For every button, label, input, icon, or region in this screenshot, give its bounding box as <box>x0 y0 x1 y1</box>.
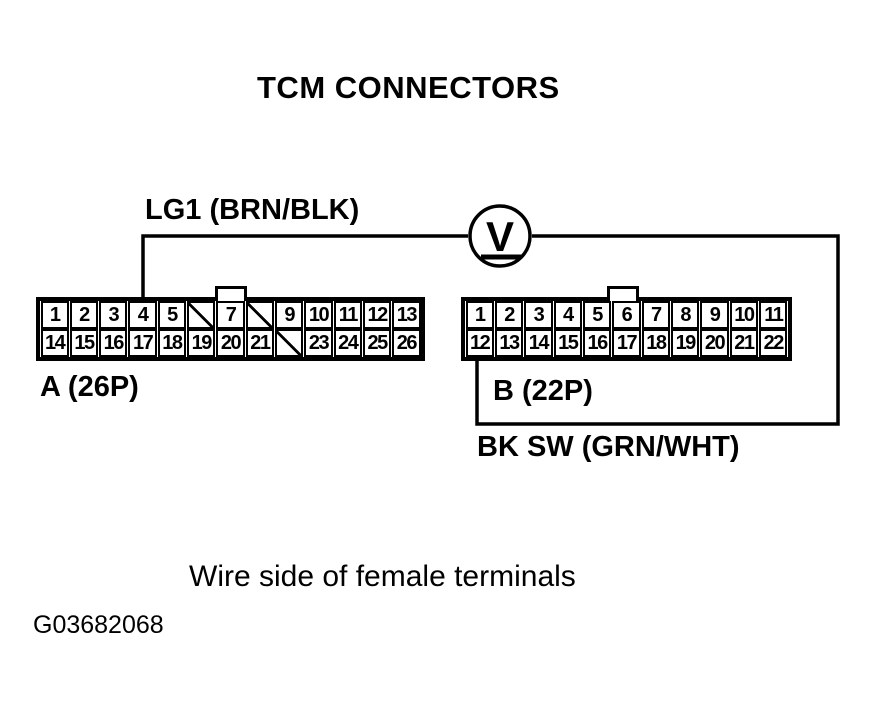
pin-cell-3: 3 <box>524 301 553 329</box>
wire-lg1-segment <box>141 234 468 300</box>
pin-cell-5: 5 <box>582 301 612 329</box>
pin-cell-4: 4 <box>553 301 582 329</box>
wire-bksw-segment <box>475 234 840 426</box>
voltmeter-circle <box>468 204 532 268</box>
pin-cell-9: 9 <box>275 301 304 329</box>
pin-cell-13: 13 <box>392 301 421 329</box>
pin-cell-13: 13 <box>494 329 524 357</box>
page-title: TCM CONNECTORS <box>257 70 560 105</box>
pin-cell-20: 20 <box>700 329 729 357</box>
pin-cell-2: 2 <box>494 301 524 329</box>
pin-cell-11: 11 <box>759 301 788 329</box>
pin-cell-2: 2 <box>69 301 99 329</box>
pin-cell-17: 17 <box>128 329 157 357</box>
caption-wire-side: Wire side of female terminals <box>189 560 576 593</box>
voltmeter-icon: V <box>468 204 532 268</box>
pin-cell-18: 18 <box>157 329 187 357</box>
connector-a-label: A (26P) <box>40 371 139 403</box>
pin-cell-10: 10 <box>304 301 333 329</box>
pin-cell-16: 16 <box>582 329 612 357</box>
figure-id: G03682068 <box>33 611 164 639</box>
pin-cell-15: 15 <box>69 329 99 357</box>
pin-cell-1: 1 <box>40 301 69 329</box>
pin-cell-17: 17 <box>612 329 641 357</box>
pin-cell-15: 15 <box>553 329 582 357</box>
pin-cell-23: 23 <box>304 329 333 357</box>
pin-cell-19: 19 <box>187 329 216 357</box>
wire-label-lg1: LG1 (BRN/BLK) <box>145 194 360 226</box>
pin-cell-7: 7 <box>216 301 245 329</box>
pin-cell-25: 25 <box>362 329 392 357</box>
pin-cell-1: 1 <box>465 301 494 329</box>
pin-cell-14: 14 <box>524 329 553 357</box>
pin-cell-18: 18 <box>641 329 671 357</box>
pin-cell-12: 12 <box>465 329 494 357</box>
pin-cell-11: 11 <box>333 301 362 329</box>
pin-cell-24: 24 <box>333 329 362 357</box>
pin-cell-10: 10 <box>729 301 759 329</box>
pin-cell-3: 3 <box>99 301 128 329</box>
pin-cell-12: 12 <box>362 301 392 329</box>
pin-cell-4: 4 <box>128 301 157 329</box>
wire-label-bksw: BK SW (GRN/WHT) <box>477 431 740 463</box>
pin-cell-9: 9 <box>700 301 729 329</box>
pin-cell-20: 20 <box>216 329 245 357</box>
pin-cell-7: 7 <box>641 301 671 329</box>
pin-cell-19: 19 <box>671 329 700 357</box>
pin-cell-22: 22 <box>759 329 788 357</box>
pin-cell-14: 14 <box>40 329 69 357</box>
pin-cell-6: 6 <box>612 301 641 329</box>
connector-b-label: B (22P) <box>493 375 593 407</box>
pin-cell-21: 21 <box>729 329 759 357</box>
connector-a-key-tab <box>215 286 247 301</box>
pin-cell-21: 21 <box>245 329 274 357</box>
connector-b-key-tab <box>607 286 639 301</box>
pin-cell-blank <box>187 301 216 329</box>
pin-cell-8: 8 <box>671 301 700 329</box>
pin-cell-blank <box>275 329 304 357</box>
pin-cell-26: 26 <box>392 329 421 357</box>
pin-cell-blank <box>245 301 274 329</box>
pin-cell-5: 5 <box>157 301 187 329</box>
pin-cell-16: 16 <box>99 329 128 357</box>
voltmeter-v-symbol: V <box>486 213 514 260</box>
